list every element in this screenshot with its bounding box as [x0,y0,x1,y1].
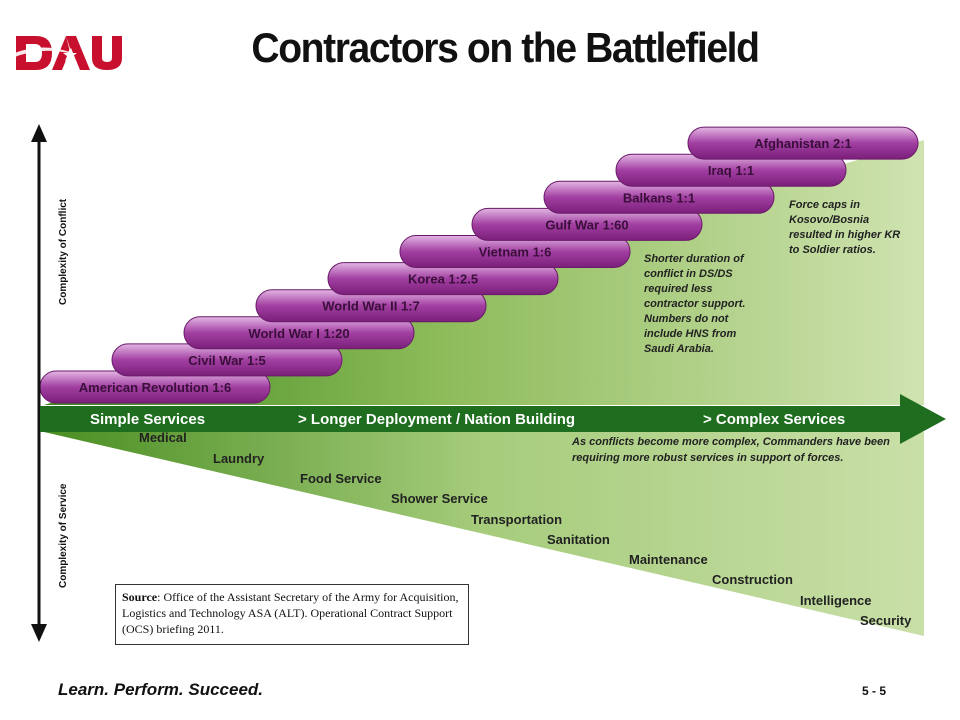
note-line: required less [644,283,712,295]
service-label: Medical [139,430,187,445]
note-balkans: Force caps in Kosovo/Bosnia resulted in … [789,199,903,256]
era-pill: American Revolution 1:6 [39,370,271,404]
era-label: Gulf War 1:60 [545,217,628,232]
era-label: Balkans 1:1 [623,190,695,205]
note-line: include HNS from [644,328,737,340]
service-label: Shower Service [391,491,488,506]
note-line: Numbers do not [644,313,730,325]
note-complex-services: As conflicts become more complex, Comman… [571,436,893,464]
arrow-label-complex: > Complex Services [703,411,845,428]
services-arrow [40,394,946,444]
service-label: Security [860,613,912,628]
page-title: Contractors on the Battlefield [251,24,760,71]
service-label: Construction [712,572,793,587]
vertical-axis [31,124,47,642]
era-pill: Afghanistan 2:1 [687,126,919,160]
source-text: : Office of the Assistant Secretary of t… [122,590,459,636]
page-number: 5 - 5 [862,684,887,698]
note-line: requiring more robust services in suppor… [572,452,843,464]
service-label: Transportation [471,512,562,527]
arrow-label-simple: Simple Services [90,411,205,428]
era-label: Vietnam 1:6 [479,245,552,260]
service-label: Laundry [213,451,265,466]
era-pill: Vietnam 1:6 [399,235,631,268]
service-label: Food Service [300,471,382,486]
note-line: conflict in DS/DS [644,268,733,280]
note-line: As conflicts become more complex, Comman… [571,436,890,448]
service-complexity-area [44,432,924,636]
era-pill: World War I 1:20 [183,316,415,350]
note-line: to Soldier ratios. [789,244,876,256]
note-gulf-war: Shorter duration of conflict in DS/DS re… [644,253,749,355]
source-citation: Source: Office of the Assistant Secretar… [115,584,469,645]
axis-label-service: Complexity of Service [58,483,69,588]
arrow-label-middle: > Longer Deployment / Nation Building [298,411,575,428]
era-label: Korea 1:2.5 [408,272,478,287]
era-label: American Revolution 1:6 [79,380,231,395]
era-label: World War I 1:20 [248,326,349,341]
note-line: Saudi Arabia. [644,343,714,355]
era-label: Iraq 1:1 [708,163,754,178]
footer-tagline: Learn. Perform. Succeed. [58,680,264,699]
era-pill-shape [687,126,919,160]
axis-label-conflict: Complexity of Conflict [58,198,69,305]
note-line: Kosovo/Bosnia [789,214,869,226]
era-label: Afghanistan 2:1 [754,136,852,151]
source-label: Source [122,590,158,604]
dau-logo [12,36,122,70]
service-label: Intelligence [800,593,872,608]
note-line: contractor support. [644,298,745,310]
note-line: Force caps in [789,199,860,211]
era-label: Civil War 1:5 [188,353,266,368]
era-label: World War II 1:7 [322,299,420,314]
era-pill: Gulf War 1:60 [471,207,703,241]
note-line: Shorter duration of [644,253,745,265]
service-label: Maintenance [629,552,708,567]
era-pill: Civil War 1:5 [111,343,343,377]
service-label: Sanitation [547,532,610,547]
era-pills: American Revolution 1:6 Civil War 1:5 Worl… [39,126,919,404]
era-pill: Balkans 1:1 [543,180,775,214]
note-line: resulted in higher KR [789,229,900,241]
